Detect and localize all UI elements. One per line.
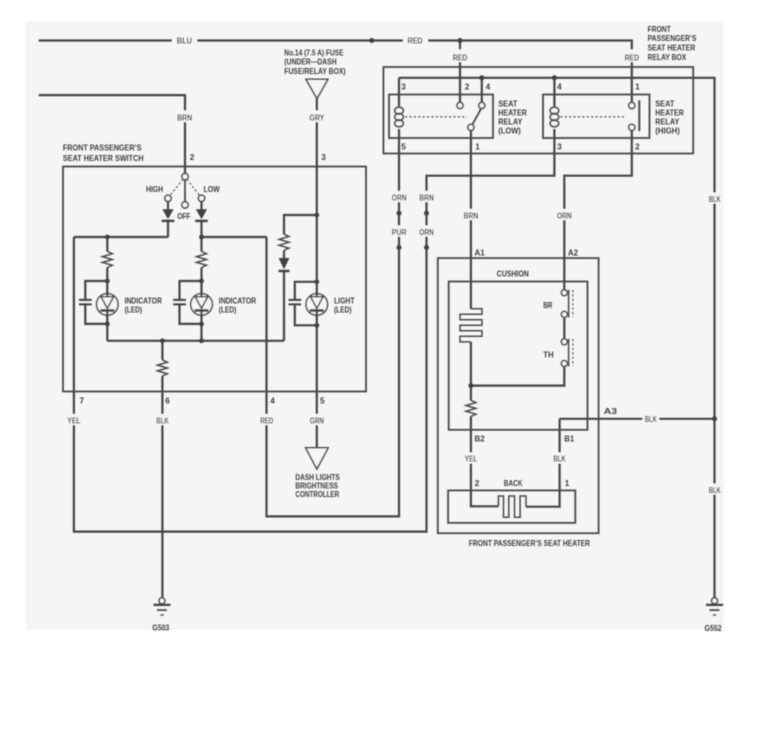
svg-text:FRONT PASSENGER’S: FRONT PASSENGER’S: [63, 143, 142, 152]
svg-text:A2: A2: [568, 248, 579, 257]
svg-text:DASH LIGHTS: DASH LIGHTS: [295, 473, 340, 482]
svg-text:BR: BR: [543, 301, 552, 310]
svg-text:G552: G552: [705, 624, 723, 633]
svg-text:1: 1: [565, 479, 570, 488]
svg-text:SEAT HEATER SWITCH: SEAT HEATER SWITCH: [63, 154, 144, 163]
svg-text:FRONT: FRONT: [648, 25, 671, 34]
svg-text:LOW: LOW: [204, 185, 220, 194]
svg-text:BRIGHTNESS: BRIGHTNESS: [295, 482, 338, 491]
svg-text:3: 3: [401, 83, 406, 92]
svg-text:2: 2: [465, 83, 470, 92]
svg-text:BACK: BACK: [504, 479, 523, 488]
svg-text:HEATER: HEATER: [498, 109, 527, 118]
svg-text:3: 3: [557, 143, 562, 152]
svg-text:ORN: ORN: [419, 228, 434, 237]
svg-text:RELAY: RELAY: [655, 117, 679, 126]
svg-text:BLK: BLK: [709, 486, 721, 495]
svg-text:(LOW): (LOW): [498, 127, 521, 136]
svg-text:BLU: BLU: [177, 36, 192, 45]
svg-text:CONTROLLER: CONTROLLER: [295, 490, 339, 499]
svg-text:PUR: PUR: [392, 228, 407, 237]
svg-text:SEAT: SEAT: [655, 99, 674, 108]
svg-text:5: 5: [320, 397, 325, 406]
svg-text:HEATER: HEATER: [655, 109, 684, 118]
svg-text:LIGHT: LIGHT: [334, 296, 355, 305]
svg-text:4: 4: [270, 397, 275, 406]
svg-text:RED: RED: [408, 36, 423, 45]
svg-text:3: 3: [321, 153, 326, 162]
svg-text:BLK: BLK: [645, 415, 657, 424]
svg-text:RELAY: RELAY: [498, 117, 522, 126]
svg-text:INDICATOR: INDICATOR: [219, 296, 256, 305]
svg-text:7: 7: [80, 397, 85, 406]
svg-text:2: 2: [190, 153, 195, 162]
svg-text:6: 6: [165, 397, 170, 406]
svg-text:G503: G503: [152, 624, 169, 633]
svg-text:RED: RED: [625, 53, 640, 62]
svg-text:RELAY BOX: RELAY BOX: [648, 53, 687, 62]
svg-text:2: 2: [635, 143, 640, 152]
svg-text:4: 4: [486, 83, 491, 92]
svg-text:(HIGH): (HIGH): [655, 127, 680, 136]
svg-text:A1: A1: [475, 248, 486, 257]
svg-text:CUSHION: CUSHION: [497, 270, 529, 279]
svg-text:BLK: BLK: [553, 455, 565, 464]
svg-text:(LED): (LED): [334, 305, 352, 314]
svg-text:B2: B2: [475, 435, 486, 444]
svg-text:BRN: BRN: [464, 211, 479, 220]
svg-text:1: 1: [635, 83, 640, 92]
svg-text:No.14 (7.5 A) FUSE: No.14 (7.5 A) FUSE: [284, 49, 344, 58]
svg-text:(LED): (LED): [125, 305, 143, 314]
svg-text:SEAT HEATER: SEAT HEATER: [648, 44, 696, 53]
svg-text:(LED): (LED): [219, 305, 237, 314]
svg-text:YEL: YEL: [465, 455, 478, 464]
svg-text:1: 1: [475, 143, 480, 152]
svg-text:FUSE/RELAY BOX): FUSE/RELAY BOX): [284, 67, 346, 76]
svg-text:2: 2: [475, 479, 480, 488]
svg-text:GRY: GRY: [309, 113, 324, 122]
svg-text:OFF: OFF: [177, 212, 190, 221]
svg-text:HIGH: HIGH: [146, 185, 163, 194]
svg-text:(UNDER—DASH: (UNDER—DASH: [284, 57, 336, 66]
svg-text:GRN: GRN: [310, 416, 324, 425]
svg-text:SEAT: SEAT: [498, 99, 517, 108]
svg-text:BLK: BLK: [156, 416, 168, 425]
svg-text:RED: RED: [453, 53, 468, 62]
svg-text:BLK: BLK: [709, 195, 721, 204]
svg-text:TH: TH: [543, 350, 553, 359]
svg-text:PASSENGER’S: PASSENGER’S: [648, 34, 697, 43]
svg-text:A3: A3: [604, 407, 618, 416]
svg-text:ORN: ORN: [392, 193, 407, 202]
svg-text:4: 4: [557, 83, 562, 92]
svg-text:5: 5: [401, 143, 406, 152]
svg-text:RED: RED: [260, 416, 273, 425]
svg-text:BRN: BRN: [177, 113, 192, 122]
svg-text:B1: B1: [564, 435, 574, 444]
svg-text:FRONT PASSENGER’S SEAT HEATER: FRONT PASSENGER’S SEAT HEATER: [469, 539, 590, 548]
svg-text:BRN: BRN: [419, 193, 434, 202]
svg-text:YEL: YEL: [67, 416, 80, 425]
svg-text:INDICATOR: INDICATOR: [125, 296, 162, 305]
svg-text:ORN: ORN: [557, 211, 572, 220]
